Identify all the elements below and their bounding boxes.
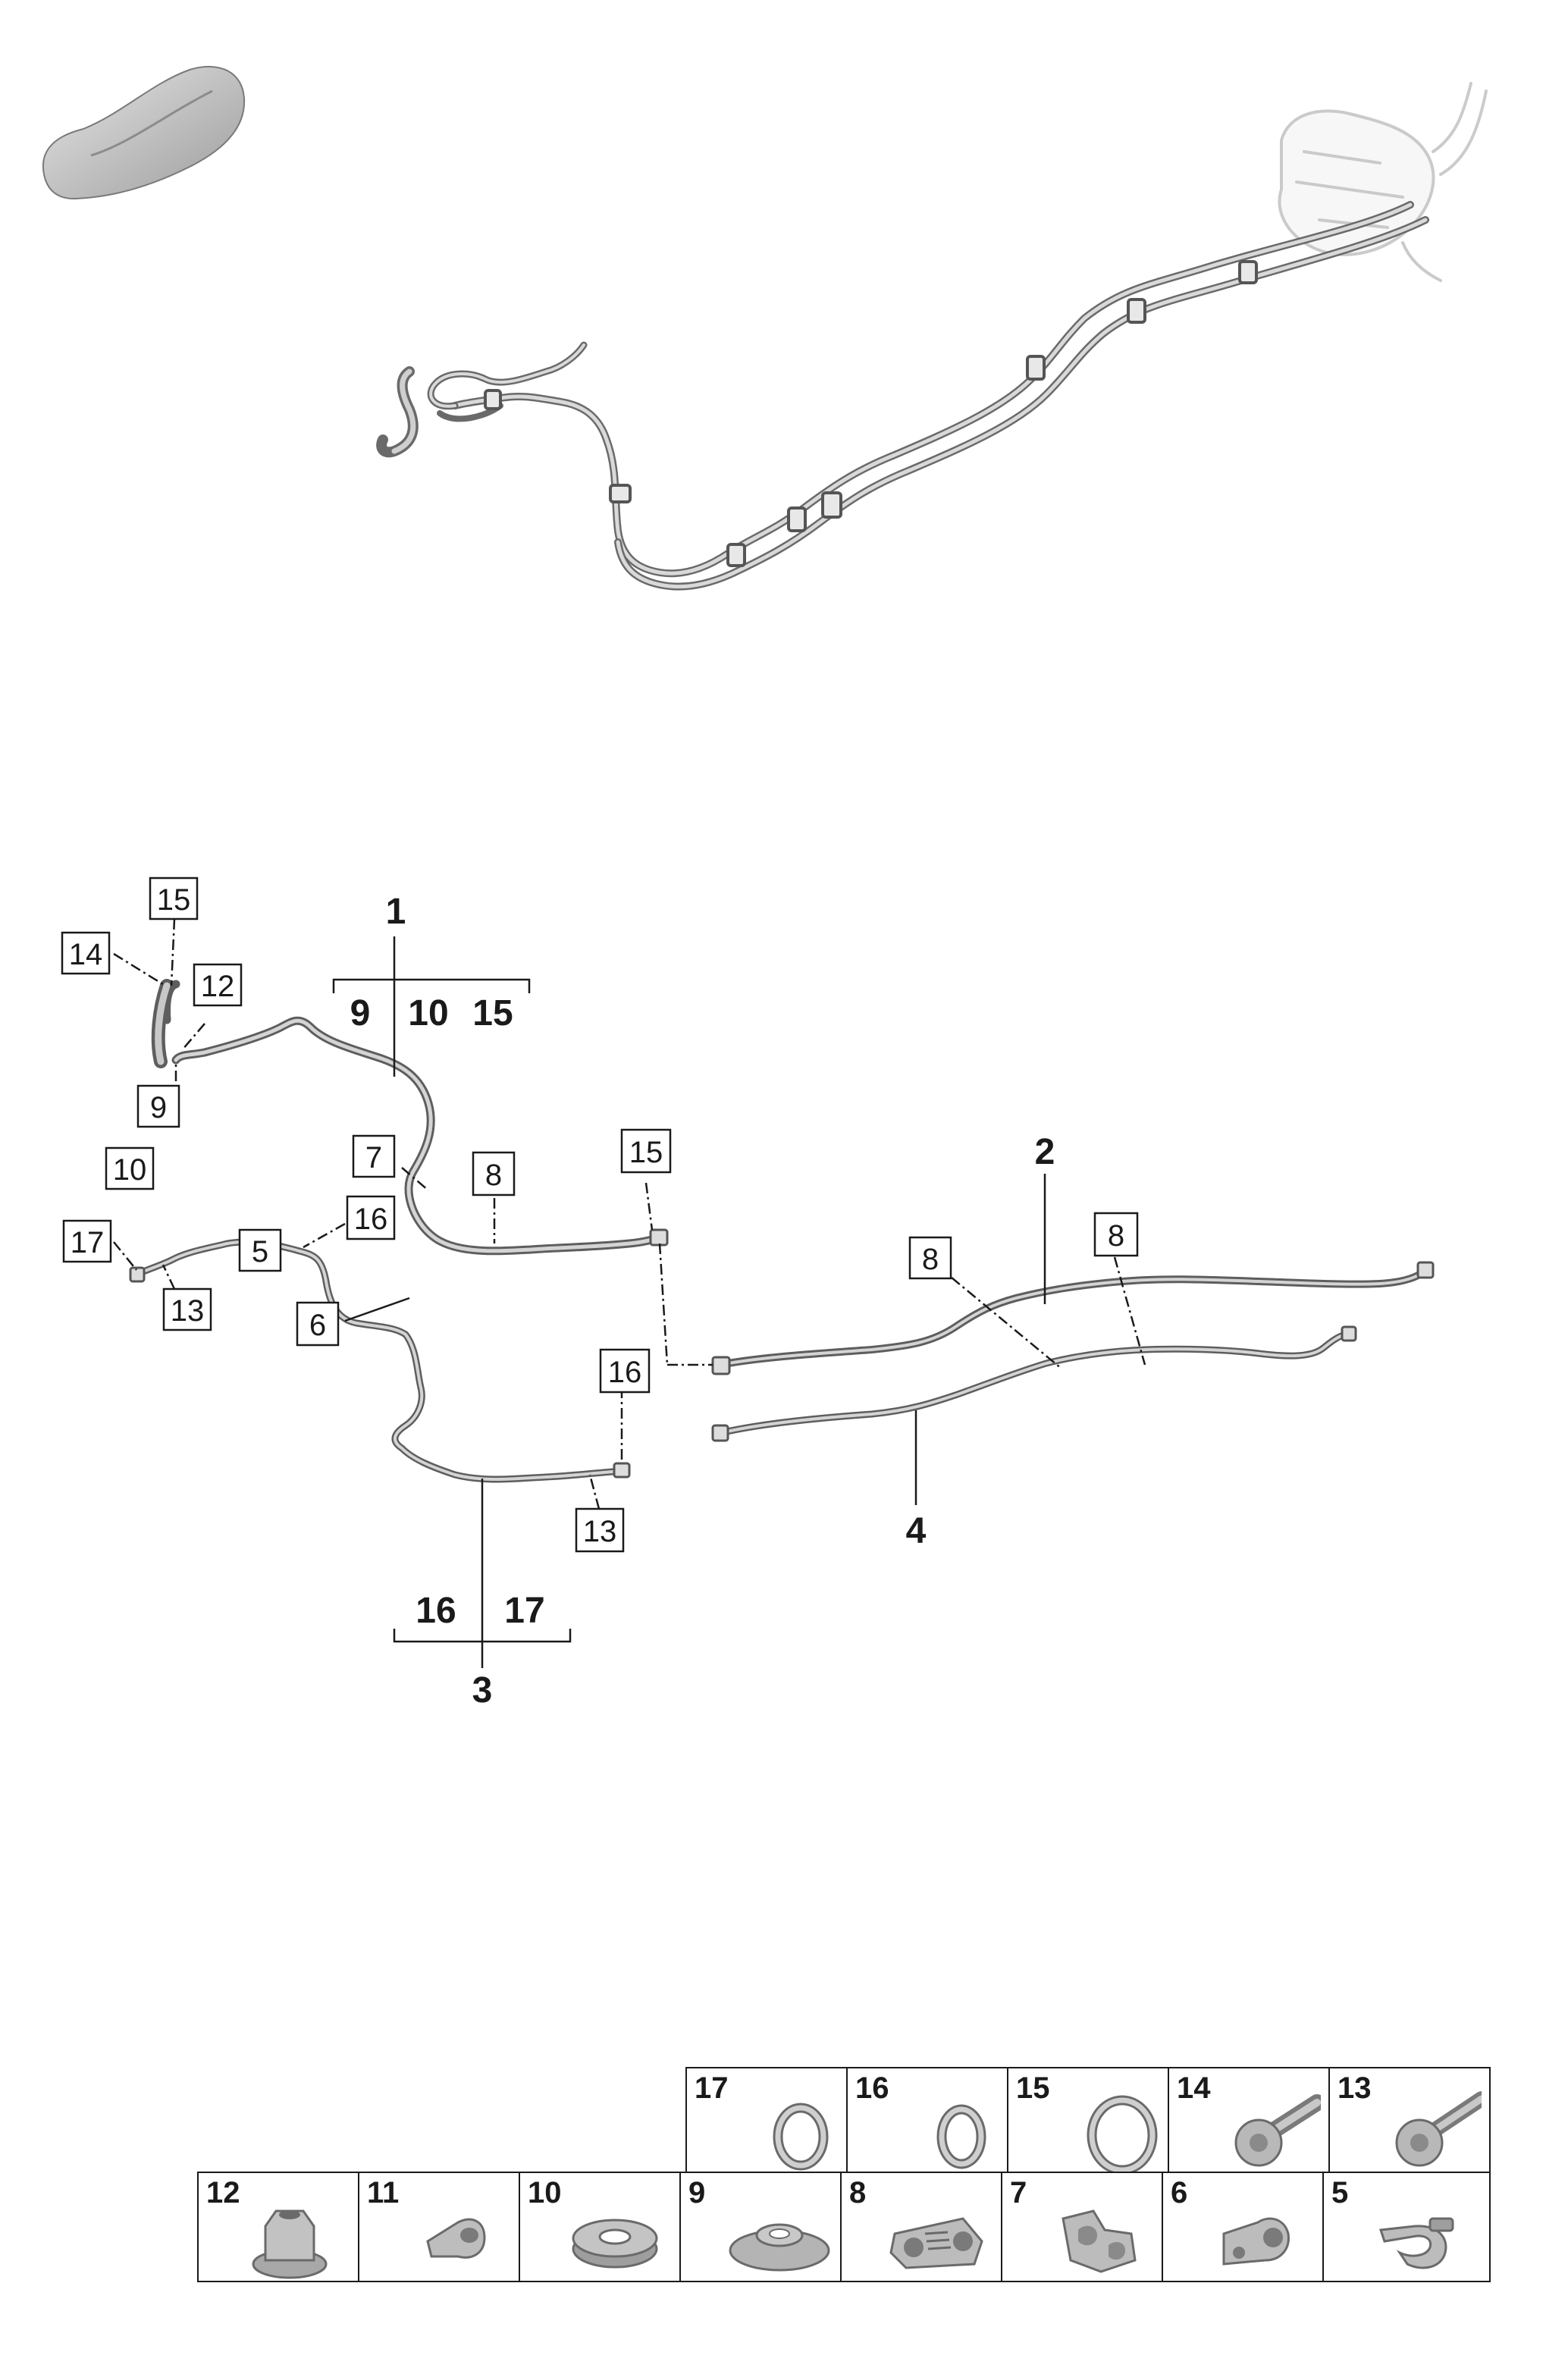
legend-num: 16 [855, 2071, 889, 2105]
legend-cell-6[interactable]: 6 [1162, 2172, 1324, 2282]
bracket-icon [1222, 2217, 1290, 2266]
o-ring-large-icon [1087, 2095, 1158, 2175]
pipe-part-1 [151, 979, 669, 1256]
legend-num: 5 [1331, 2176, 1349, 2209]
pipe-part-4 [711, 1325, 1357, 1442]
svg-text:13: 13 [583, 1515, 617, 1548]
legend-num: 10 [528, 2176, 562, 2209]
svg-text:15: 15 [629, 1136, 663, 1169]
clip-icon [426, 2218, 486, 2259]
main-labels: 1 2 3 4 9 10 15 16 17 [350, 892, 1055, 1711]
group-1-item-9: 9 [350, 993, 371, 1033]
svg-text:14: 14 [69, 938, 103, 971]
svg-text:6: 6 [309, 1309, 326, 1342]
pipe-holder-icon [1062, 2209, 1137, 2273]
washer-icon [729, 2223, 830, 2272]
legend-num: 7 [1010, 2176, 1027, 2209]
o-ring-icon [936, 2104, 986, 2169]
legend-cell-15[interactable]: 15 [1007, 2067, 1169, 2175]
svg-text:8: 8 [1108, 1219, 1124, 1253]
group-3-item-16: 16 [416, 1591, 456, 1631]
pipe-part-2 [711, 1261, 1435, 1375]
pipe-part-3 [129, 1238, 631, 1483]
callout-13-left: 13 [162, 1287, 212, 1331]
svg-text:10: 10 [113, 1153, 147, 1187]
group-1-item-15: 15 [472, 993, 513, 1033]
grommet-icon [572, 2219, 658, 2269]
callout-16-mid: 16 [599, 1348, 651, 1394]
legend-cell-8[interactable]: 8 [840, 2172, 1002, 2282]
group-1-item-10: 10 [408, 993, 448, 1033]
callout-6: 6 [296, 1301, 340, 1347]
svg-text:16: 16 [608, 1356, 642, 1389]
callout-13-bottom: 13 [575, 1507, 625, 1553]
legend-cell-9[interactable]: 9 [679, 2172, 842, 2282]
callout-15-top: 15 [149, 877, 199, 920]
svg-text:17: 17 [71, 1226, 105, 1259]
bolt-icon [1395, 2091, 1482, 2167]
svg-text:9: 9 [150, 1091, 167, 1124]
part-label-4: 4 [906, 1511, 927, 1551]
callout-14: 14 [61, 931, 111, 975]
svg-text:16: 16 [354, 1203, 388, 1236]
callout-17: 17 [62, 1219, 112, 1263]
leader-lines [113, 918, 1146, 1668]
exploded-pipes [129, 979, 1435, 1483]
legend-cell-13[interactable]: 13 [1328, 2067, 1491, 2173]
legend-cell-7[interactable]: 7 [1001, 2172, 1163, 2282]
bolt-icon [1234, 2094, 1321, 2167]
o-ring-icon [773, 2103, 829, 2171]
svg-text:13: 13 [171, 1294, 205, 1328]
svg-text:5: 5 [252, 1235, 268, 1269]
callout-16-left: 16 [346, 1195, 396, 1240]
callout-12: 12 [193, 963, 243, 1007]
engine-block-icon [1278, 82, 1488, 282]
clamp-icon [1378, 2217, 1454, 2269]
legend-num: 12 [206, 2176, 240, 2209]
svg-text:15: 15 [157, 883, 191, 917]
part-label-2: 2 [1035, 1132, 1055, 1172]
part-label-3: 3 [472, 1670, 493, 1711]
legend-num: 11 [367, 2176, 400, 2209]
legend-cell-11[interactable]: 11 [358, 2172, 520, 2282]
legend-num: 14 [1177, 2071, 1211, 2105]
callout-5: 5 [238, 1228, 282, 1272]
legend-num: 9 [688, 2176, 706, 2209]
callout-8-right-a: 8 [908, 1236, 952, 1280]
legend-num: 17 [695, 2071, 729, 2105]
legend-num: 15 [1016, 2071, 1050, 2105]
svg-text:12: 12 [201, 970, 235, 1003]
pipe-assembly-overview [376, 82, 1488, 591]
callout-9: 9 [136, 1084, 180, 1128]
legend-cell-10[interactable]: 10 [519, 2172, 681, 2282]
legend-cell-17[interactable]: 17 [685, 2067, 848, 2173]
legend-num: 13 [1338, 2071, 1372, 2105]
pipe-holder-icon [889, 2217, 983, 2269]
callout-8-right-b: 8 [1093, 1212, 1139, 1257]
part-label-1: 1 [386, 892, 406, 932]
group-3-item-17: 17 [504, 1591, 544, 1631]
legend-num: 8 [849, 2176, 867, 2209]
hex-nut-icon [252, 2209, 328, 2279]
legend-num: 6 [1171, 2176, 1188, 2209]
legend-cell-16[interactable]: 16 [846, 2067, 1008, 2173]
callout-8-mid: 8 [472, 1151, 516, 1196]
svg-text:8: 8 [485, 1159, 502, 1192]
callouts: 15 14 12 9 10 7 8 15 17 16 5 13 6 16 13 … [61, 877, 1139, 1553]
callout-15-mid: 15 [620, 1128, 672, 1174]
car-body-icon [42, 66, 246, 200]
legend-cell-5[interactable]: 5 [1322, 2172, 1491, 2282]
legend-cell-14[interactable]: 14 [1168, 2067, 1330, 2173]
callout-7: 7 [352, 1134, 396, 1178]
svg-text:7: 7 [365, 1141, 382, 1174]
svg-text:8: 8 [922, 1243, 939, 1276]
callout-10: 10 [105, 1146, 155, 1190]
legend-cell-12[interactable]: 12 [197, 2172, 359, 2282]
